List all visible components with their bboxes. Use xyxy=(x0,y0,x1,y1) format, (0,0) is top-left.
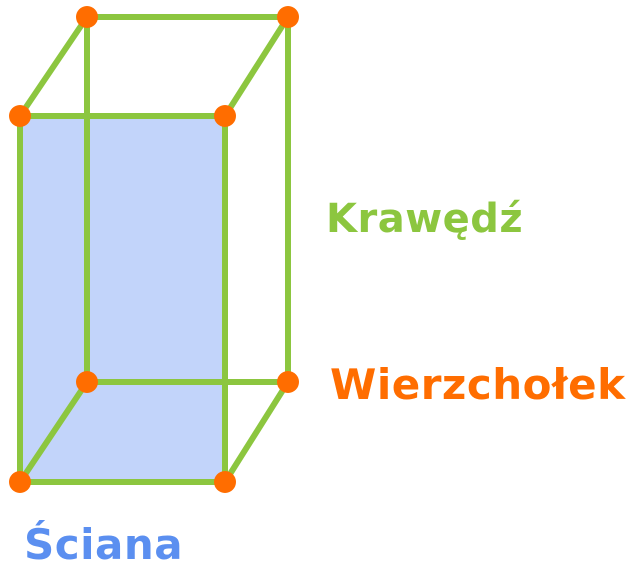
vertex-back-bottom-left xyxy=(76,371,98,393)
vertex-back-top-left xyxy=(76,6,98,28)
edges xyxy=(17,14,291,485)
vertices xyxy=(9,6,299,493)
vertex-back-top-right xyxy=(277,6,299,28)
edge-label: Krawędź xyxy=(326,196,524,242)
edge-connect-top-left xyxy=(17,14,90,119)
face-label: Ściana xyxy=(24,520,184,569)
vertex-front-bottom-left xyxy=(9,471,31,493)
vertex-front-top-right xyxy=(214,105,236,127)
vertex-back-bottom-right xyxy=(277,371,299,393)
vertex-front-bottom-right xyxy=(214,471,236,493)
edge-connect-bottom-right xyxy=(222,379,291,485)
vertex-label: Wierzchołek xyxy=(330,360,626,409)
edge-connect-bottom-left xyxy=(17,379,90,485)
edge-connect-top-right xyxy=(222,14,291,119)
vertex-front-top-left xyxy=(9,105,31,127)
front-face xyxy=(20,116,225,482)
